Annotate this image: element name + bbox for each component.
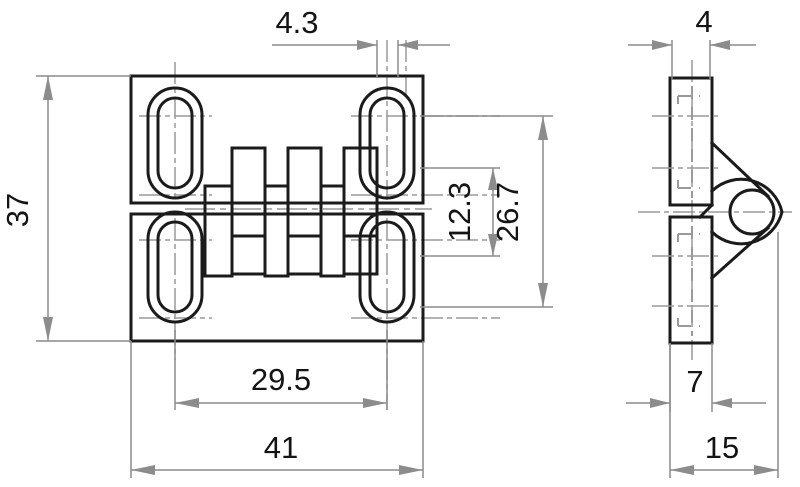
dim-label-4: 4 <box>695 4 712 39</box>
side-pin-boss-outline <box>709 177 784 246</box>
dim-7-arrow-right <box>712 398 732 408</box>
dim-label-7: 7 <box>686 364 703 399</box>
dim-label-29-5: 29.5 <box>251 362 311 397</box>
dim-label-4-3: 4.3 <box>275 5 318 40</box>
dim-29-5-arrow-right <box>363 398 387 408</box>
dim-7-arrow-left <box>650 398 670 408</box>
side-upper-arm <box>709 140 771 199</box>
dimension-15: 15 <box>669 232 779 478</box>
dim-label-26-7: 26.7 <box>490 182 525 242</box>
dim-label-41: 41 <box>264 430 298 465</box>
dimension-7: 7 <box>626 343 766 412</box>
dim-41-arrow-left <box>131 465 155 475</box>
side-pin-hole <box>728 188 776 236</box>
dimension-41: 41 <box>130 341 424 478</box>
dim-12-3-arrow-bottom <box>488 234 498 256</box>
dim-4-arrow-right <box>710 40 730 50</box>
knuckle-upper-1 <box>230 146 267 276</box>
side-view <box>638 60 792 360</box>
slot-bottom-right-inner <box>368 220 406 314</box>
dim-12-3-arrow-top <box>488 168 498 190</box>
dim-label-37: 37 <box>0 193 35 227</box>
dimension-26-7: 26.7 <box>420 115 553 308</box>
dim-label-12-3: 12.3 <box>442 182 477 242</box>
side-leaf-gap-chamfer <box>697 202 715 220</box>
knuckle-upper-3 <box>342 146 379 276</box>
knuckle-upper-2 <box>286 146 323 276</box>
dimension-4-3: 4.3 <box>272 5 450 78</box>
dim-26-7-arrow-bottom <box>538 283 548 307</box>
slot-top-left-inner <box>156 96 194 190</box>
slot-bottom-left-outer <box>146 210 204 324</box>
front-view <box>129 40 500 410</box>
dim-41-arrow-right <box>399 465 423 475</box>
side-lower-arm <box>709 225 771 281</box>
dimension-annotations: 4.3 4 37 12.3 <box>0 4 779 478</box>
dim-37-arrow-bottom <box>43 317 53 341</box>
dimension-12-3: 12.3 <box>420 167 500 257</box>
dim-37-arrow-top <box>43 76 53 100</box>
dim-4-3-arrow-left <box>357 40 377 50</box>
dim-15-arrow-left <box>670 465 694 475</box>
slot-bottom-right-outer <box>358 210 416 324</box>
dim-29-5-arrow-left <box>175 398 199 408</box>
upper-leaf-plate <box>129 74 425 205</box>
dimension-29-5: 29.5 <box>174 330 388 410</box>
dimension-4: 4 <box>628 4 756 80</box>
dim-15-arrow-right <box>754 465 778 475</box>
dim-label-15: 15 <box>705 430 739 465</box>
dim-26-7-arrow-top <box>538 116 548 140</box>
dim-4-arrow-left <box>652 40 672 50</box>
slot-bottom-left-inner <box>156 220 194 314</box>
dimension-37: 37 <box>0 75 131 342</box>
slot-top-right-outer <box>358 86 416 200</box>
dim-4-3-arrow-right <box>398 40 418 50</box>
slot-top-left-outer <box>146 86 204 200</box>
slot-top-right-inner <box>368 96 406 190</box>
